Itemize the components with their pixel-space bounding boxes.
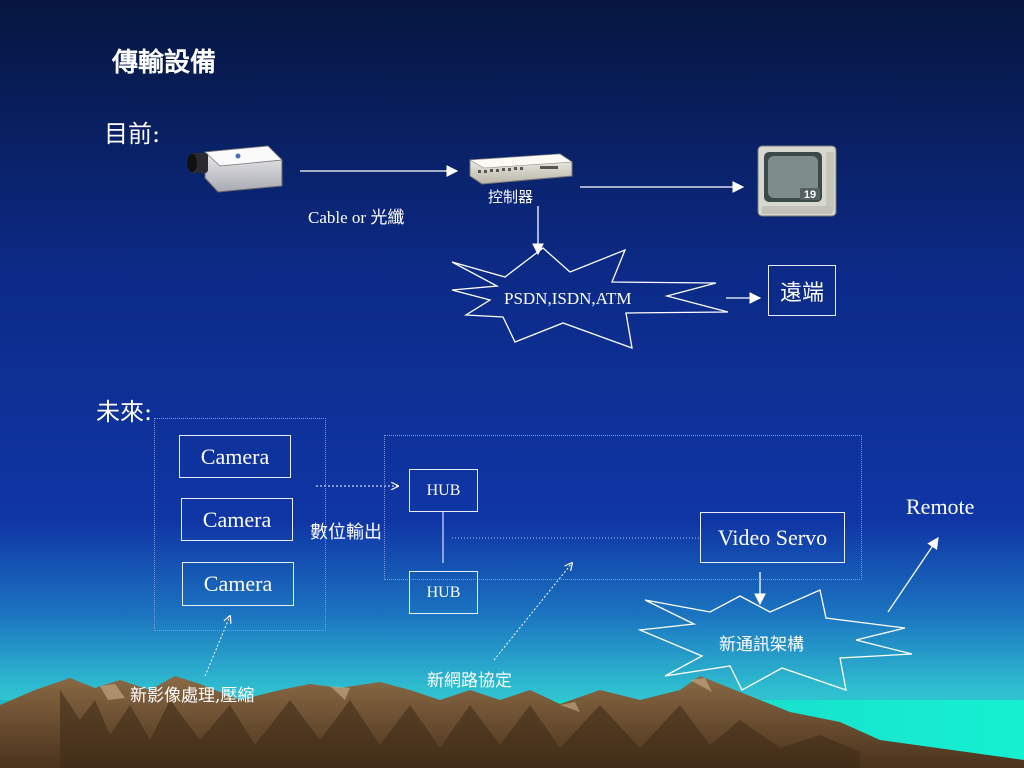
network-group-frame (384, 435, 862, 580)
camera-group-frame (154, 418, 326, 631)
camera-box-3: Camera (182, 562, 294, 606)
arrow-network-protocol (493, 563, 572, 661)
mountain-range (0, 676, 1024, 768)
network-protocol-label: 新網路協定 (427, 671, 512, 691)
digital-output-label: 數位輸出 (310, 522, 382, 543)
controller-label: 控制器 (488, 188, 534, 206)
video-servo-label: Video Servo (717, 524, 828, 550)
remote-box-label: 遠端 (779, 280, 824, 306)
crt-monitor-icon (757, 145, 837, 217)
camera-box-label: Camera (200, 443, 270, 469)
camera-box-label: Camera (202, 506, 272, 532)
security-camera-icon (187, 145, 283, 193)
new-architecture-starburst (637, 589, 913, 691)
camera-box-1: Camera (179, 435, 291, 478)
hub-box-top: HUB (409, 469, 478, 512)
monitor-size-label: 19 (804, 189, 816, 201)
arrow-image-processing (204, 616, 230, 677)
future-heading: 未來: (96, 398, 153, 426)
hub-label: HUB (426, 481, 461, 499)
slide-title: 傳輸設備 (112, 48, 217, 78)
network-label: PSDN,ISDN,ATM (504, 289, 632, 308)
controller-device-icon (468, 153, 573, 185)
image-processing-label: 新影像處理,壓縮 (130, 686, 255, 706)
camera-box-label: Camera (203, 571, 273, 596)
cable-label: Cable or 光纖 (308, 208, 405, 227)
hub-label: HUB (426, 583, 461, 601)
network-starburst (451, 247, 729, 349)
hub-box-bottom: HUB (409, 571, 478, 614)
new-architecture-label: 新通訊架構 (719, 635, 804, 655)
arrow-to-remote (887, 537, 939, 613)
remote-label: Remote (906, 494, 975, 519)
remote-box: 遠端 (768, 265, 836, 316)
camera-box-2: Camera (181, 498, 293, 541)
current-heading: 目前: (104, 120, 161, 148)
video-servo-box: Video Servo (700, 512, 845, 563)
